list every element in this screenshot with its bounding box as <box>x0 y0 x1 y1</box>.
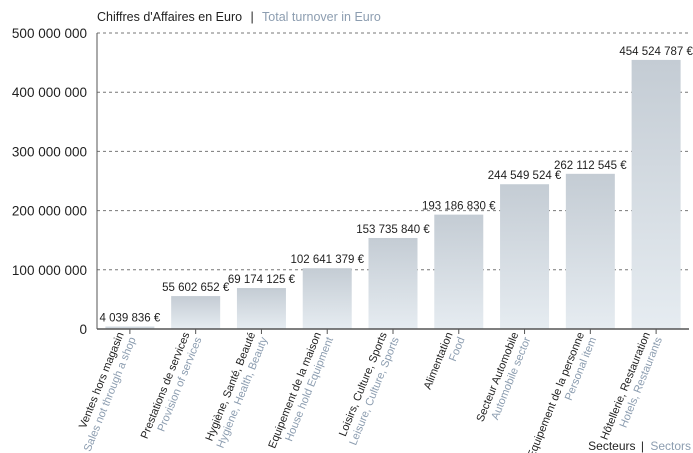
bar <box>236 288 286 329</box>
category-label: Equipement de la maisonHouse hold Equipm… <box>266 331 336 453</box>
bar <box>302 268 352 329</box>
bar-value-label: 69 174 125 € <box>228 274 296 286</box>
bar-value-label: 102 641 379 € <box>290 254 364 266</box>
y-tick-label: 400 000 000 <box>12 85 87 100</box>
category-label: Equipement de la personnePersonal item <box>526 331 600 453</box>
chart-title: Chiffres d'Affaires en Euro | Total turn… <box>97 10 381 24</box>
bar <box>500 184 550 329</box>
bar-value-label: 4 039 836 € <box>100 313 161 325</box>
y-tick-label: 100 000 000 <box>12 263 87 278</box>
x-axis-title-separator: | <box>641 439 644 453</box>
bar <box>171 296 221 329</box>
category-label: Hôtellerie, RestaurationHotels, Restaura… <box>599 330 665 446</box>
bar-value-label: 454 524 787 € <box>619 46 693 58</box>
category-label: Prestations de servicesProvision of serv… <box>139 330 205 445</box>
x-axis-title-fr: Secteurs <box>588 439 635 453</box>
x-axis-title-en: Sectors <box>650 439 691 453</box>
bars <box>105 59 681 329</box>
bar <box>434 214 484 329</box>
category-label: AlimentationFood <box>422 331 468 397</box>
y-tick-label: 300 000 000 <box>12 144 87 159</box>
bar <box>565 173 615 329</box>
bar-value-label: 262 112 545 € <box>554 160 627 172</box>
category-label: Ventes hors magasinSales not through a s… <box>70 331 139 453</box>
bar-value-label: 55 602 652 € <box>162 282 230 294</box>
bar-value-label: 244 549 524 € <box>488 170 562 182</box>
bar <box>368 237 418 329</box>
bar-value-label: 153 735 840 € <box>356 224 430 236</box>
chart-title-separator: | <box>251 10 254 24</box>
bar <box>105 326 155 329</box>
bar <box>631 59 681 329</box>
chart-title-fr: Chiffres d'Affaires en Euro <box>97 10 242 24</box>
y-axis-ticks: 0 100 000 000 200 000 000 300 000 000 400 00… <box>12 26 87 337</box>
bar-value-label: 193 186 830 € <box>422 201 496 213</box>
y-tick-label: 500 000 000 <box>12 26 87 41</box>
value-labels: 4 039 836 € 55 602 652 €69 174 125 € 102 6… <box>100 46 693 325</box>
category-label: Hygiène, Santé, BeautéHygiene, Health, B… <box>203 330 271 450</box>
category-label: Secteur AutomobileAutomobile sector <box>474 330 533 428</box>
y-tick-label: 200 000 000 <box>12 204 87 219</box>
y-tick-label: 0 <box>79 322 87 337</box>
x-axis-title: Secteurs | Sectors <box>588 439 691 453</box>
category-labels: Ventes hors magasinSales not through a s… <box>70 329 665 453</box>
chart-title-en: Total turnover in Euro <box>262 10 381 24</box>
category-label: Loisirs, Culture, SportsLeisure, Culture… <box>335 330 402 447</box>
